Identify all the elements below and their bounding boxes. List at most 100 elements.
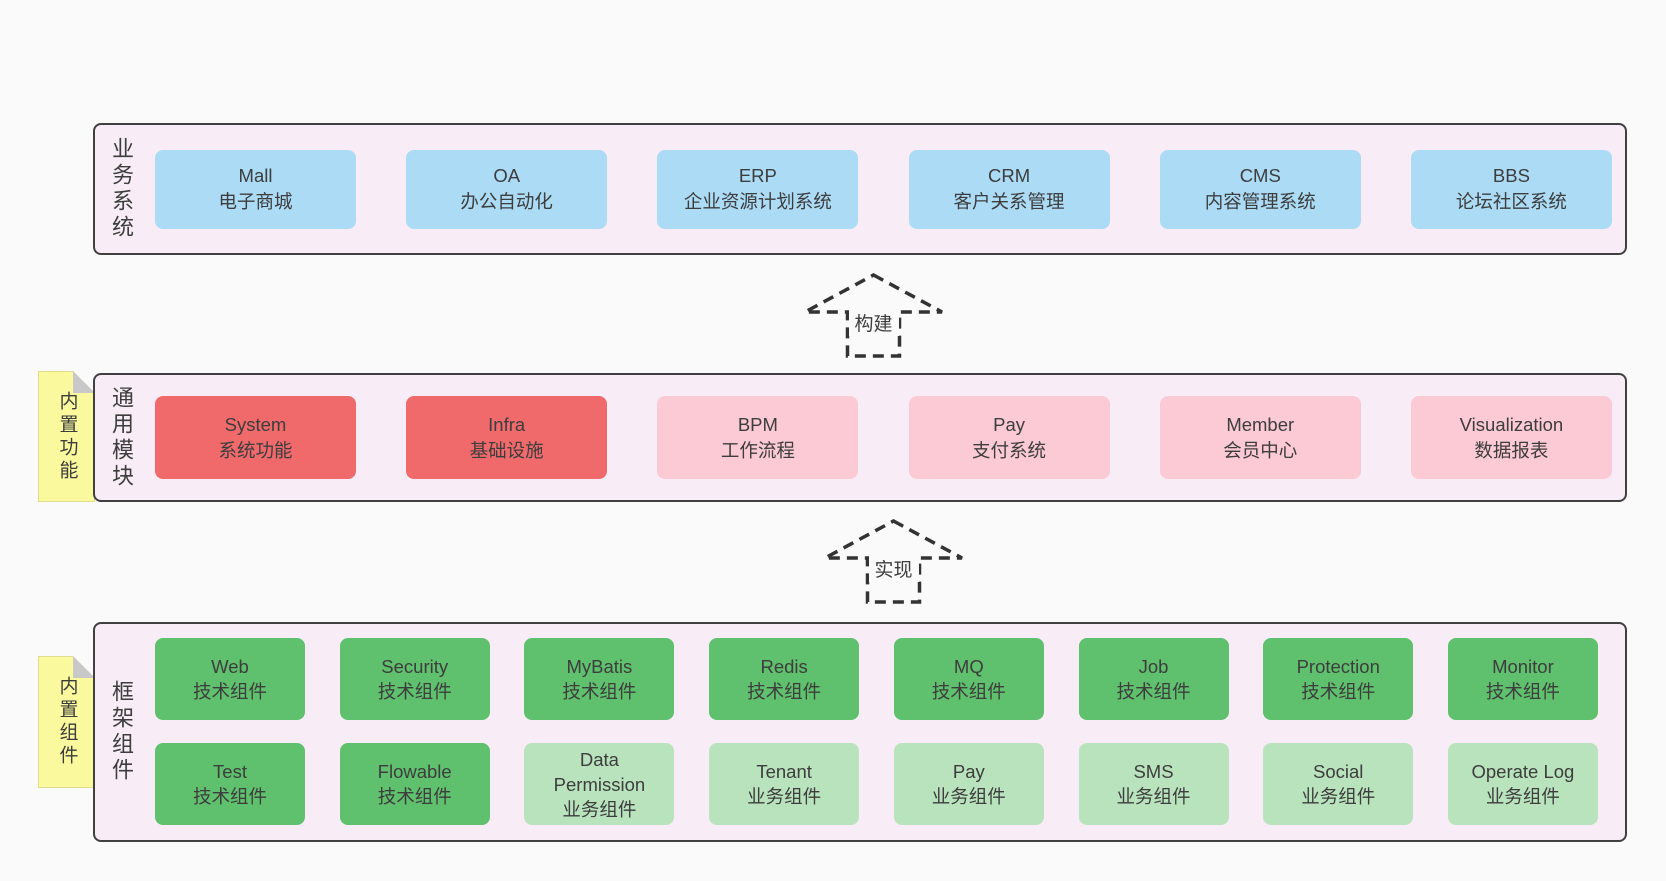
layer-common-modules: 通用模块 System 系统功能 Infra 基础设施 BPM 工作流程 Pay… — [93, 373, 1627, 502]
node-name: OA — [493, 165, 521, 186]
node-desc: 工作流程 — [720, 439, 795, 461]
node-name: Security — [381, 656, 449, 677]
sticky-note-label: 内置功能 — [56, 390, 78, 483]
layer-business-systems: 业务系统 Mall 电子商城 OA 办公自动化 ERP 企业资源计划系统 CRM… — [93, 123, 1627, 255]
node-name: MQ — [953, 656, 984, 677]
node-desc: 业务组件 — [562, 798, 637, 820]
up-block-arrow-icon — [824, 519, 963, 604]
node-redis: Redis 技术组件 — [709, 638, 860, 720]
biz-components-row: Test 技术组件 Flowable 技术组件 Data Permission … — [155, 743, 1598, 825]
node-erp: ERP 企业资源计划系统 — [657, 149, 859, 229]
node-name: CMS — [1239, 165, 1281, 186]
node-mybatis: MyBatis 技术组件 — [524, 638, 675, 720]
node-sms: SMS 业务组件 — [1078, 743, 1229, 825]
node-name: Tenant — [756, 761, 812, 782]
node-desc: 业务组件 — [1485, 786, 1560, 807]
arrow-implement: 实现 — [822, 518, 965, 605]
node-system: System 系统功能 — [155, 396, 356, 479]
node-name: Social — [1313, 761, 1364, 782]
node-desc: 企业资源计划系统 — [683, 191, 832, 212]
node-desc: 技术组件 — [1485, 681, 1560, 702]
node-desc: 技术组件 — [747, 681, 822, 702]
business-systems-row: Mall 电子商城 OA 办公自动化 ERP 企业资源计划系统 CRM 客户关系… — [155, 125, 1612, 253]
node-pay-component: Pay 业务组件 — [893, 743, 1044, 825]
node-monitor: Monitor 技术组件 — [1447, 638, 1598, 720]
node-pay-module: Pay 支付系统 — [908, 396, 1110, 479]
node-oa: OA 办公自动化 — [406, 149, 608, 229]
node-name: SMS — [1133, 761, 1174, 782]
node-desc: 业务组件 — [1116, 786, 1191, 807]
node-desc: 论坛社区系统 — [1455, 191, 1567, 212]
node-visualization: Visualization 数据报表 — [1410, 396, 1612, 479]
node-name: Infra — [488, 413, 526, 435]
node-desc: 技术组件 — [562, 681, 637, 702]
node-desc: 业务组件 — [931, 786, 1006, 807]
node-desc: 技术组件 — [192, 681, 267, 702]
arrow-build: 构建 — [802, 272, 945, 359]
node-name: BPM — [737, 413, 778, 435]
node-name: Data Permission — [553, 748, 646, 795]
node-name: Job — [1138, 656, 1169, 677]
node-name: Mall — [238, 165, 273, 186]
node-tenant: Tenant 业务组件 — [709, 743, 860, 825]
layer-title: 业务系统 — [109, 137, 134, 241]
node-desc: 技术组件 — [377, 786, 452, 807]
node-bbs: BBS 论坛社区系统 — [1410, 149, 1612, 229]
node-operate-log: Operate Log 业务组件 — [1447, 743, 1598, 825]
node-cms: CMS 内容管理系统 — [1159, 149, 1361, 229]
node-desc: 技术组件 — [931, 681, 1006, 702]
node-desc: 办公自动化 — [460, 191, 553, 212]
node-desc: 业务组件 — [1301, 786, 1376, 807]
node-desc: 基础设施 — [469, 439, 544, 461]
node-desc: 技术组件 — [377, 681, 452, 702]
tech-components-row: Web 技术组件 Security 技术组件 MyBatis 技术组件 Redi… — [155, 638, 1598, 720]
folded-corner-icon — [73, 371, 95, 393]
arrow-label: 实现 — [868, 555, 919, 582]
common-modules-row: System 系统功能 Infra 基础设施 BPM 工作流程 Pay 支付系统… — [155, 375, 1612, 500]
node-name: Pay — [952, 761, 985, 782]
node-mq: MQ 技术组件 — [893, 638, 1044, 720]
node-name: Web — [211, 656, 249, 677]
node-desc: 技术组件 — [192, 786, 267, 807]
node-social: Social 业务组件 — [1263, 743, 1414, 825]
node-member: Member 会员中心 — [1159, 396, 1361, 479]
node-crm: CRM 客户关系管理 — [908, 149, 1110, 229]
sticky-note-builtin-components: 内置组件 — [38, 656, 95, 788]
node-name: Operate Log — [1471, 761, 1575, 782]
node-bpm: BPM 工作流程 — [657, 396, 859, 479]
node-web: Web 技术组件 — [155, 638, 305, 720]
node-infra: Infra 基础设施 — [406, 396, 608, 479]
node-desc: 技术组件 — [1116, 681, 1191, 702]
node-mall: Mall 电子商城 — [155, 149, 356, 229]
node-security: Security 技术组件 — [339, 638, 490, 720]
node-desc: 会员中心 — [1223, 439, 1298, 461]
node-name: Test — [213, 761, 247, 782]
node-name: MyBatis — [566, 656, 633, 677]
node-desc: 支付系统 — [972, 439, 1047, 461]
node-name: Flowable — [377, 761, 452, 782]
layer-framework-components: 框架组件 Web 技术组件 Security 技术组件 MyBatis 技术组件… — [93, 622, 1627, 842]
sticky-note-builtin-functions: 内置功能 — [38, 371, 95, 502]
node-flowable: Flowable 技术组件 — [339, 743, 490, 825]
node-name: CRM — [987, 165, 1031, 186]
node-name: System — [224, 413, 287, 435]
node-desc: 数据报表 — [1474, 439, 1549, 461]
node-protection: Protection 技术组件 — [1263, 638, 1414, 720]
node-test: Test 技术组件 — [155, 743, 305, 825]
node-desc: 业务组件 — [747, 786, 822, 807]
node-desc: 系统功能 — [218, 439, 293, 461]
node-desc: 电子商城 — [218, 191, 293, 212]
sticky-note-label: 内置组件 — [56, 676, 78, 768]
node-name: Protection — [1296, 656, 1380, 677]
node-name: Visualization — [1459, 413, 1564, 435]
node-name: Redis — [760, 656, 808, 677]
layer-title: 通用模块 — [109, 385, 134, 490]
node-name: BBS — [1492, 165, 1530, 186]
node-data-permission: Data Permission 业务组件 — [524, 743, 675, 825]
node-job: Job 技术组件 — [1078, 638, 1229, 720]
node-name: Member — [1226, 413, 1295, 435]
node-desc: 内容管理系统 — [1204, 191, 1316, 212]
node-desc: 技术组件 — [1301, 681, 1376, 702]
node-name: Monitor — [1492, 656, 1554, 677]
